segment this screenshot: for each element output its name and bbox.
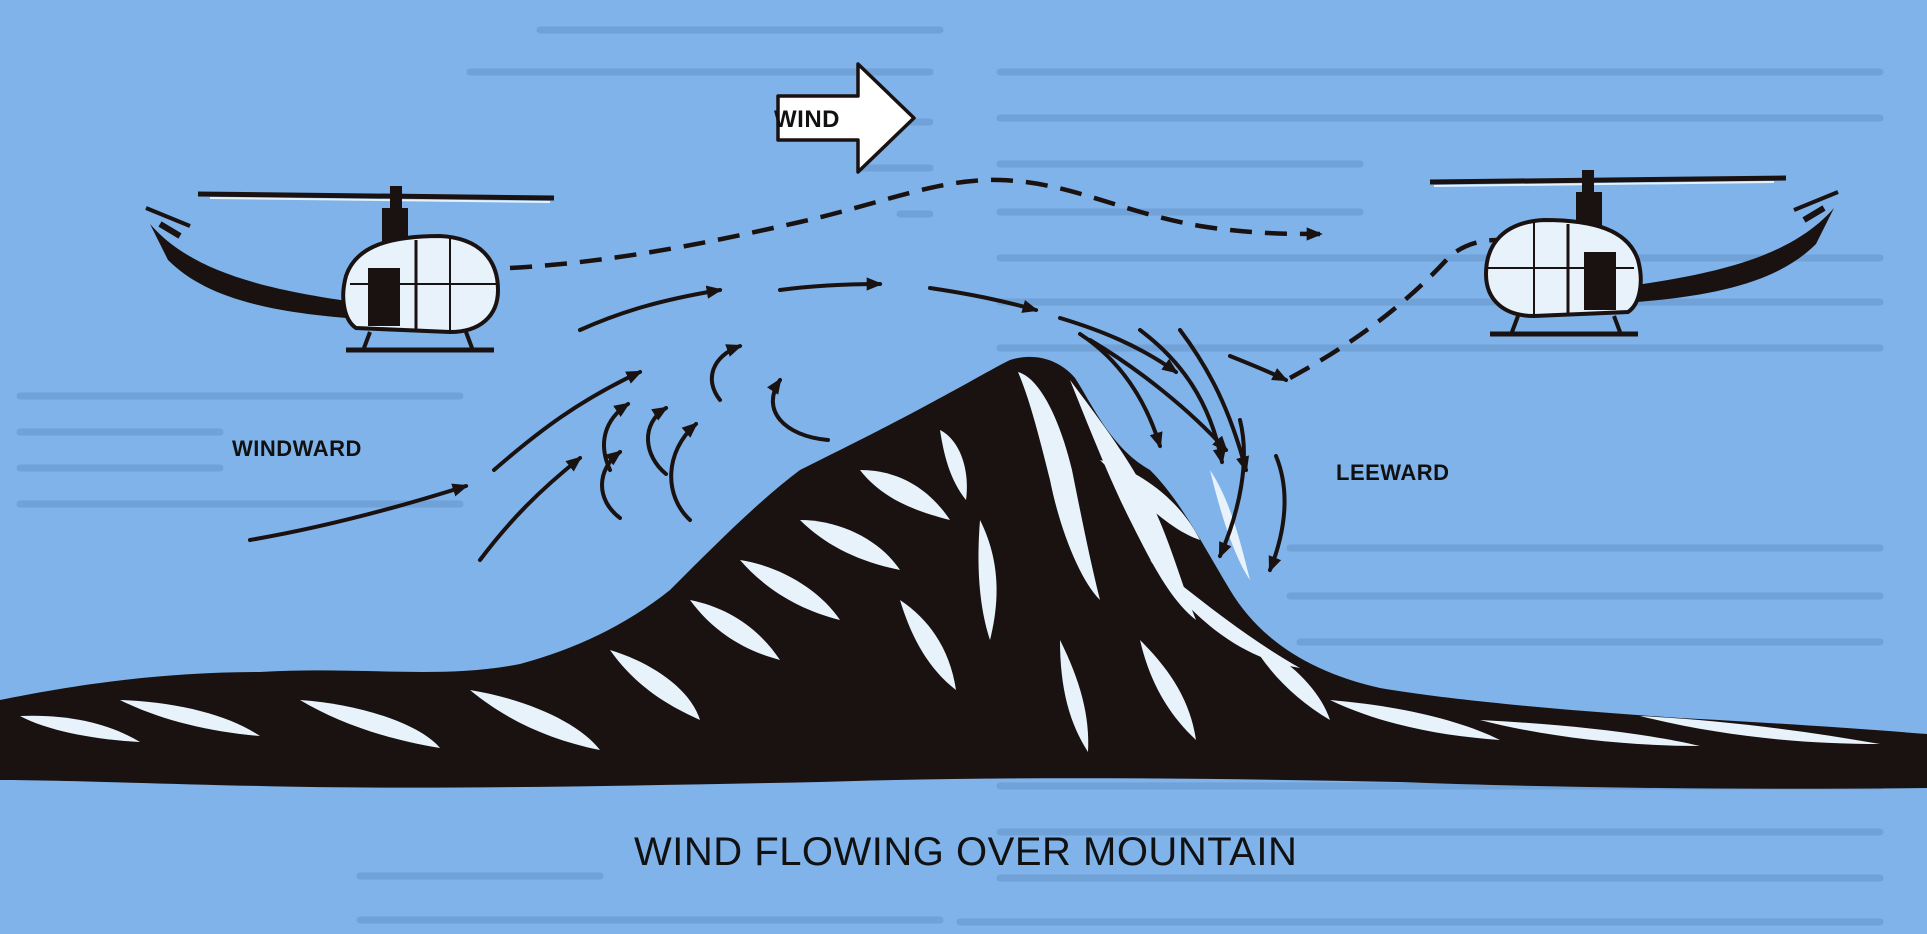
downdraft-arrow [1088,338,1228,452]
wind-direction-arrow-icon [776,62,916,174]
airflow-arrow [492,370,643,472]
airflow-arrow [578,285,723,332]
windward-label: WINDWARD [232,436,362,461]
airflow-arrow [248,483,469,542]
wind-label: WIND [774,106,840,133]
figure-caption: WIND FLOWING OVER MOUNTAIN [634,830,1298,874]
airflow-arrow [928,286,1039,313]
flight-path-dashed [509,177,1323,271]
airflow-arrow [778,277,883,292]
terrain-highlights [20,372,1880,752]
mountain [0,356,1927,789]
leeward-label: LEEWARD [1336,460,1450,485]
eddy-arrow [646,406,669,476]
eddy-arrow [600,450,623,520]
downdraft-arrow [1268,454,1287,573]
eddy-arrows [600,344,830,522]
eddy-arrow [602,402,631,472]
terrain-strokes [18,744,1922,772]
downdraft-arrow [1228,354,1289,382]
downdraft-arrow [1058,316,1179,374]
helicopter-icon [1429,170,1839,337]
helicopter-icon [145,186,555,353]
windward-airflow [248,277,1039,562]
downdraft-arrow [1178,328,1250,473]
airflow-arrow [478,456,583,562]
descent-path-dashed [1288,237,1501,380]
eddy-arrow [669,422,699,522]
downdraft-arrow [1218,418,1246,559]
leeward-downdraft [1058,316,1289,573]
eddy-arrow [767,377,830,442]
downdraft-arrow [1138,328,1227,465]
terrain-base [0,356,1927,789]
eddy-arrow [709,344,743,402]
